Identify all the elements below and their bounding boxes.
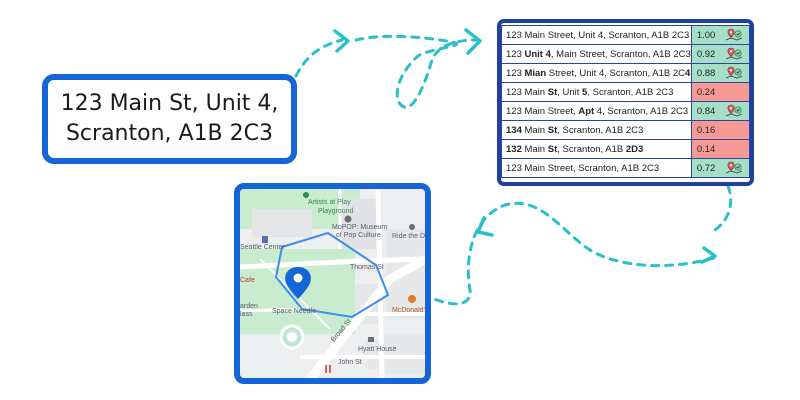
result-address: 123 Unit 4, Main Street, Scranton, A1B 2…	[501, 44, 692, 64]
result-score: 0.14	[690, 139, 750, 159]
result-row: 123 Main St, Unit 5, Scranton, A1B 2C3 0.…	[501, 82, 750, 102]
map-card: Artists at Play Playground MoPOP: Museum…	[234, 183, 431, 384]
location-pin-icon	[285, 267, 311, 299]
result-row: 123 Mian Street, Unit 4, Scranton, A1B 2…	[501, 63, 750, 83]
map-check-icon	[725, 161, 743, 174]
result-address: 123 Main St, Unit 5, Scranton, A1B 2C3	[501, 82, 692, 102]
result-row: 123 Main Street, Scranton, A1B 2C3 0.72	[501, 158, 750, 178]
result-score: 0.84	[690, 101, 750, 121]
score-value: 0.24	[696, 86, 716, 98]
score-value: 1.00	[696, 29, 716, 41]
map-label-hyatt-house: Hyatt House	[358, 346, 397, 353]
map-label-garden-1: arden	[240, 303, 258, 310]
connector-loop	[354, 34, 478, 109]
map-label-mopop-1: MoPOP: Museum	[332, 224, 388, 231]
connector-query-to-table	[294, 38, 344, 78]
map-label-garden-2: lass	[240, 311, 253, 318]
map-label-seattle-center: Seattle Center	[240, 244, 285, 251]
arrowhead-1	[333, 29, 350, 53]
result-score: 0.72	[690, 158, 750, 178]
arrowhead-4	[476, 216, 494, 237]
score-value: 0.92	[696, 48, 716, 60]
arrowhead-3	[700, 246, 717, 264]
score-value: 0.16	[696, 124, 716, 136]
map-check-icon	[725, 47, 743, 60]
map-label-thomas-st: Thomas St	[350, 264, 384, 271]
result-row: 132 Main St, Scranton, A1B 2D3 0.14	[501, 139, 750, 159]
map-label-mopop-2: of Pop Culture	[336, 232, 381, 239]
score-value: 0.14	[696, 143, 716, 155]
map-label-playground: Playground	[318, 208, 354, 215]
map-check-icon	[725, 28, 743, 41]
results-table: 123 Main Street, Unit 4, Scranton, A1B 2…	[501, 25, 750, 178]
map-label-cafe: Cafe	[240, 277, 255, 284]
result-row: 123 Main Street, Apt 4, Scranton, A1B 2C…	[501, 101, 750, 121]
result-address: 123 Main Street, Scranton, A1B 2C3	[501, 158, 692, 178]
result-row: 134 Main St, Scranton, A1B 2C3 0.16	[501, 120, 750, 140]
result-score: 0.16	[690, 120, 750, 140]
result-address: 123 Main Street, Apt 4, Scranton, A1B 2C…	[501, 101, 692, 121]
address-query-card: 123 Main St, Unit 4, Scranton, A1B 2C3	[42, 74, 297, 164]
score-value: 0.72	[696, 162, 716, 174]
result-score: 0.88	[690, 63, 750, 83]
result-score: 0.24	[690, 82, 750, 102]
result-address: 134 Main St, Scranton, A1B 2C3	[501, 120, 692, 140]
score-value: 0.88	[696, 67, 716, 79]
map-check-icon	[725, 66, 743, 79]
result-address: 123 Mian Street, Unit 4, Scranton, A1B 2…	[501, 63, 692, 83]
map-label-artists: Artists at Play	[308, 199, 351, 206]
arrowhead-2	[464, 28, 482, 55]
map-label-ride-duck: Ride the Duc	[392, 233, 431, 240]
result-score: 1.00	[690, 25, 750, 45]
connector-table-to-map	[430, 201, 716, 306]
query-line-1: 123 Main St, Unit 4,	[60, 91, 279, 116]
result-address: 132 Main St, Scranton, A1B 2D3	[501, 139, 692, 159]
map-check-icon	[725, 104, 743, 117]
match-results-table: 123 Main Street, Unit 4, Scranton, A1B 2…	[497, 19, 754, 186]
result-row: 123 Unit 4, Main Street, Scranton, A1B 2…	[501, 44, 750, 64]
map-label-space-needle: Space Needle	[272, 308, 316, 315]
map-label-john-st: John St	[338, 359, 362, 366]
result-score: 0.92	[690, 44, 750, 64]
map-label-mcdonalds: McDonald's	[392, 307, 429, 314]
connector-table-to-map-top	[710, 184, 733, 234]
map-graphic	[240, 189, 425, 378]
result-row: 123 Main Street, Unit 4, Scranton, A1B 2…	[501, 25, 750, 45]
query-line-2: Scranton, A1B 2C3	[65, 121, 274, 146]
result-address: 123 Main Street, Unit 4, Scranton, A1B 2…	[501, 25, 692, 45]
score-value: 0.84	[696, 105, 716, 117]
